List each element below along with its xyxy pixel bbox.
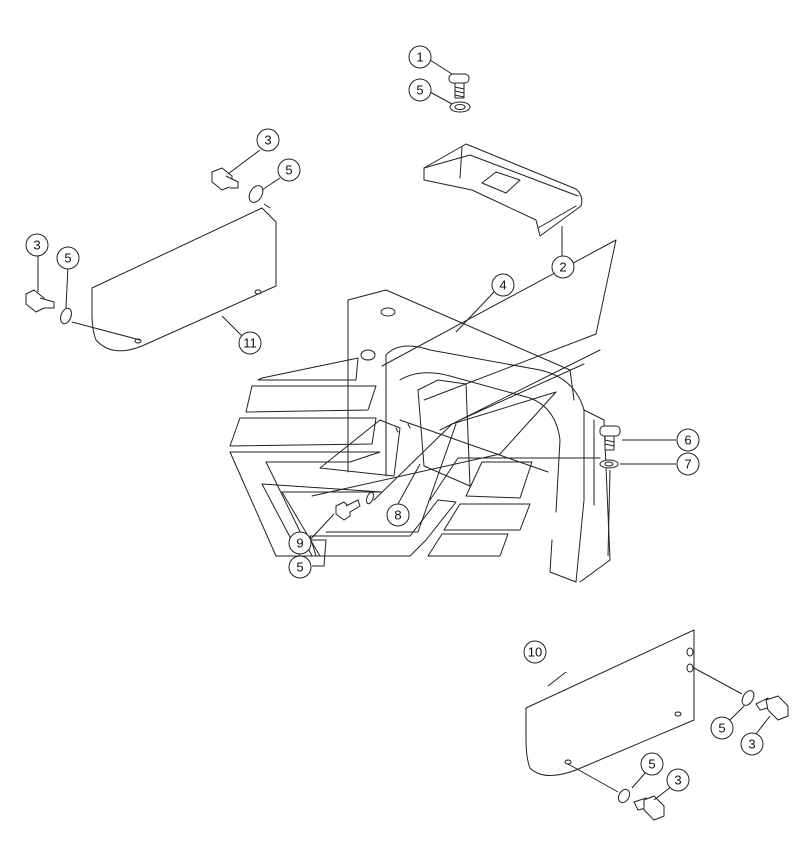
callout-2: 2 [551, 255, 575, 279]
svg-text:9: 9 [296, 536, 303, 551]
callouts: 1 5 3 5 3 5 2 4 11 6 7 8 9 5 10 5 3 5 3 [25, 45, 764, 792]
left-cover-part [91, 207, 277, 352]
svg-text:6: 6 [684, 433, 691, 448]
callout-1: 1 [408, 45, 432, 69]
svg-text:3: 3 [674, 773, 681, 788]
svg-text:11: 11 [243, 336, 257, 351]
screw-9 [335, 499, 361, 521]
svg-text:4: 4 [499, 278, 506, 293]
callout-5: 5 [288, 555, 312, 579]
svg-text:3: 3 [748, 737, 755, 752]
svg-text:1: 1 [416, 50, 423, 65]
svg-text:2: 2 [559, 260, 566, 275]
callout-8: 8 [386, 503, 410, 527]
screw-6 [599, 425, 621, 451]
washer-7 [599, 459, 619, 469]
callout-7: 7 [676, 452, 700, 476]
callout-5: 5 [640, 752, 664, 776]
callout-3: 3 [666, 768, 690, 792]
callout-10: 10 [523, 640, 547, 664]
svg-text:5: 5 [718, 721, 725, 736]
callout-3: 3 [256, 128, 280, 152]
main-body-part [319, 289, 611, 583]
svg-text:5: 5 [296, 560, 303, 575]
callout-6: 6 [676, 428, 700, 452]
right-cover-part [525, 629, 695, 776]
top-cover-part [423, 143, 583, 237]
callout-9: 9 [288, 531, 312, 555]
svg-text:3: 3 [264, 133, 271, 148]
callout-4: 4 [491, 273, 515, 297]
washer-5-left-low [60, 307, 72, 325]
callout-5: 5 [408, 78, 432, 102]
callout-3: 3 [25, 233, 49, 257]
screw-3-right-b [633, 795, 665, 821]
leader-lines [37, 59, 771, 801]
svg-text:5: 5 [285, 163, 292, 178]
svg-text:5: 5 [64, 251, 71, 266]
side-panel-outline [311, 239, 617, 501]
callout-5: 5 [56, 246, 80, 270]
callout-5: 5 [277, 158, 301, 182]
svg-text:5: 5 [416, 83, 423, 98]
svg-text:10: 10 [528, 645, 542, 660]
screw-3-left-low [25, 289, 55, 313]
svg-text:7: 7 [684, 457, 691, 472]
washer-5-top [449, 101, 471, 113]
screw-3-left-top [211, 167, 239, 191]
callout-3: 3 [740, 732, 764, 756]
floor-pattern [229, 357, 601, 557]
callout-11: 11 [238, 331, 262, 355]
screw-3-right-a [755, 695, 789, 721]
callout-5: 5 [710, 716, 734, 740]
svg-text:5: 5 [648, 757, 655, 772]
washer-5-right-b [617, 788, 631, 804]
washer-5-left-top [248, 185, 264, 203]
washer-5-right-a [741, 690, 755, 706]
screw-1 [448, 73, 470, 99]
svg-text:8: 8 [394, 508, 401, 523]
washer-5-middle [366, 491, 374, 505]
svg-text:3: 3 [33, 238, 40, 253]
